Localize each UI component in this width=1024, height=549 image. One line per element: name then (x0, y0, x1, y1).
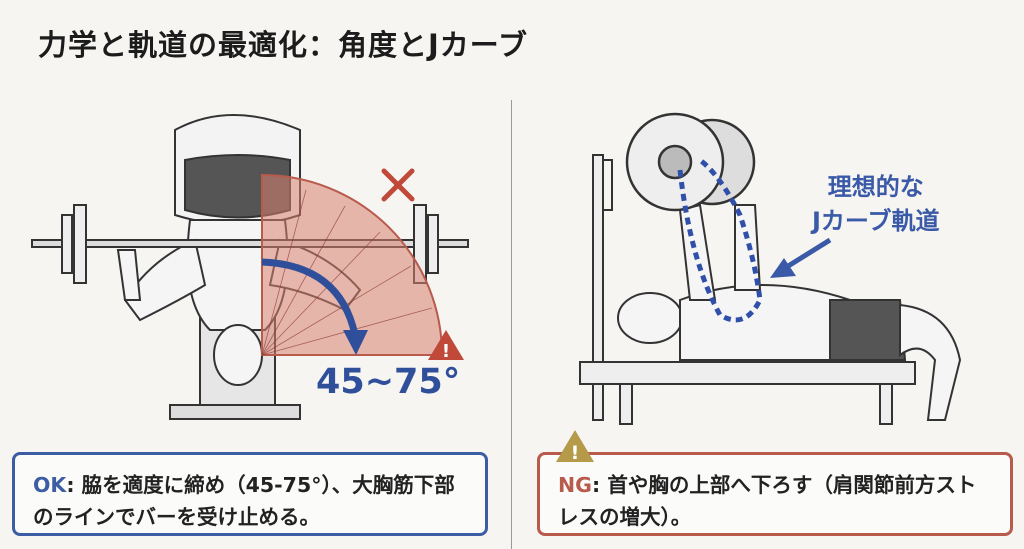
angle-label: 45~75° (316, 362, 461, 402)
ng-tag: NG (558, 473, 592, 497)
ok-text: : 脇を適度に締め（45-75°）、大胸筋下部のラインでバーを受け止める。 (33, 473, 455, 529)
left-barbell (31, 204, 469, 284)
protractor (261, 173, 444, 356)
right-bench-illustration (579, 154, 916, 425)
warning-icon-gold: ! (556, 430, 594, 464)
panel-divider (511, 100, 512, 549)
ng-text: : 首や胸の上部へ下ろす（肩関節前方ストレスの増大）。 (558, 473, 977, 529)
lying-person (617, 203, 962, 421)
svg-text:!: ! (442, 341, 450, 362)
j-curve-label: 理想的な Jカーブ軌道 (812, 170, 940, 238)
wrong-x-icon (381, 168, 415, 202)
j-curve-label-line1: 理想的な (827, 173, 924, 201)
warning-icon-red: ! (428, 330, 464, 362)
ok-callout: OK: 脇を適度に締め（45-75°）、大胸筋下部のラインでバーを受け止める。 (12, 452, 488, 536)
page-title: 力学と軌道の最適化：角度とJカーブ (38, 28, 529, 62)
j-curve-path (677, 158, 763, 323)
j-curve-pointer (783, 237, 832, 271)
ok-tag: OK (33, 473, 67, 497)
rotation-arrow (261, 258, 359, 336)
pointer-arrowhead-icon (770, 258, 796, 278)
right-barbell (625, 112, 756, 212)
ng-callout: NG: 首や胸の上部へ下ろす（肩関節前方ストレスの増大）。 (537, 452, 1013, 536)
j-curve-label-line2: Jカーブ軌道 (812, 207, 940, 235)
arrowhead-icon (343, 330, 368, 355)
svg-text:!: ! (571, 442, 580, 464)
